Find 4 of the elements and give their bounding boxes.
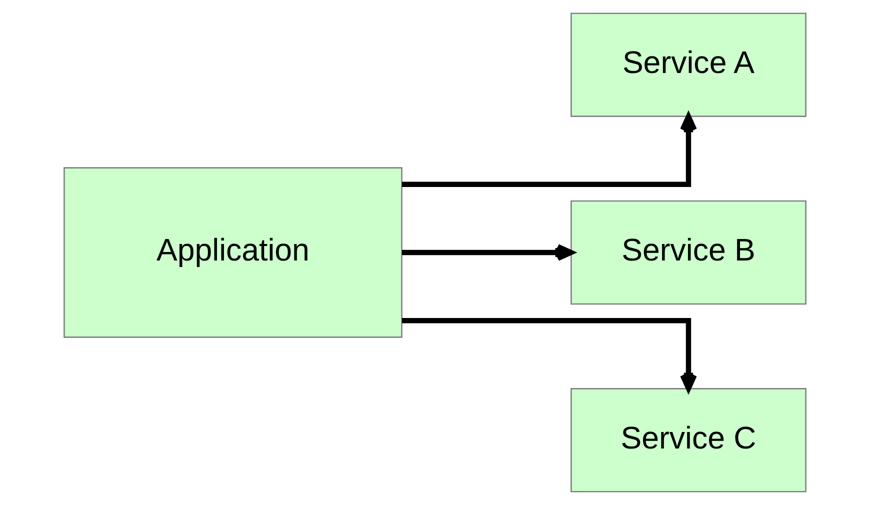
- node-box: Service C: [570, 388, 806, 492]
- node-box: Application: [63, 167, 402, 338]
- node-box: Service A: [570, 12, 806, 117]
- node-box: Service B: [570, 200, 806, 305]
